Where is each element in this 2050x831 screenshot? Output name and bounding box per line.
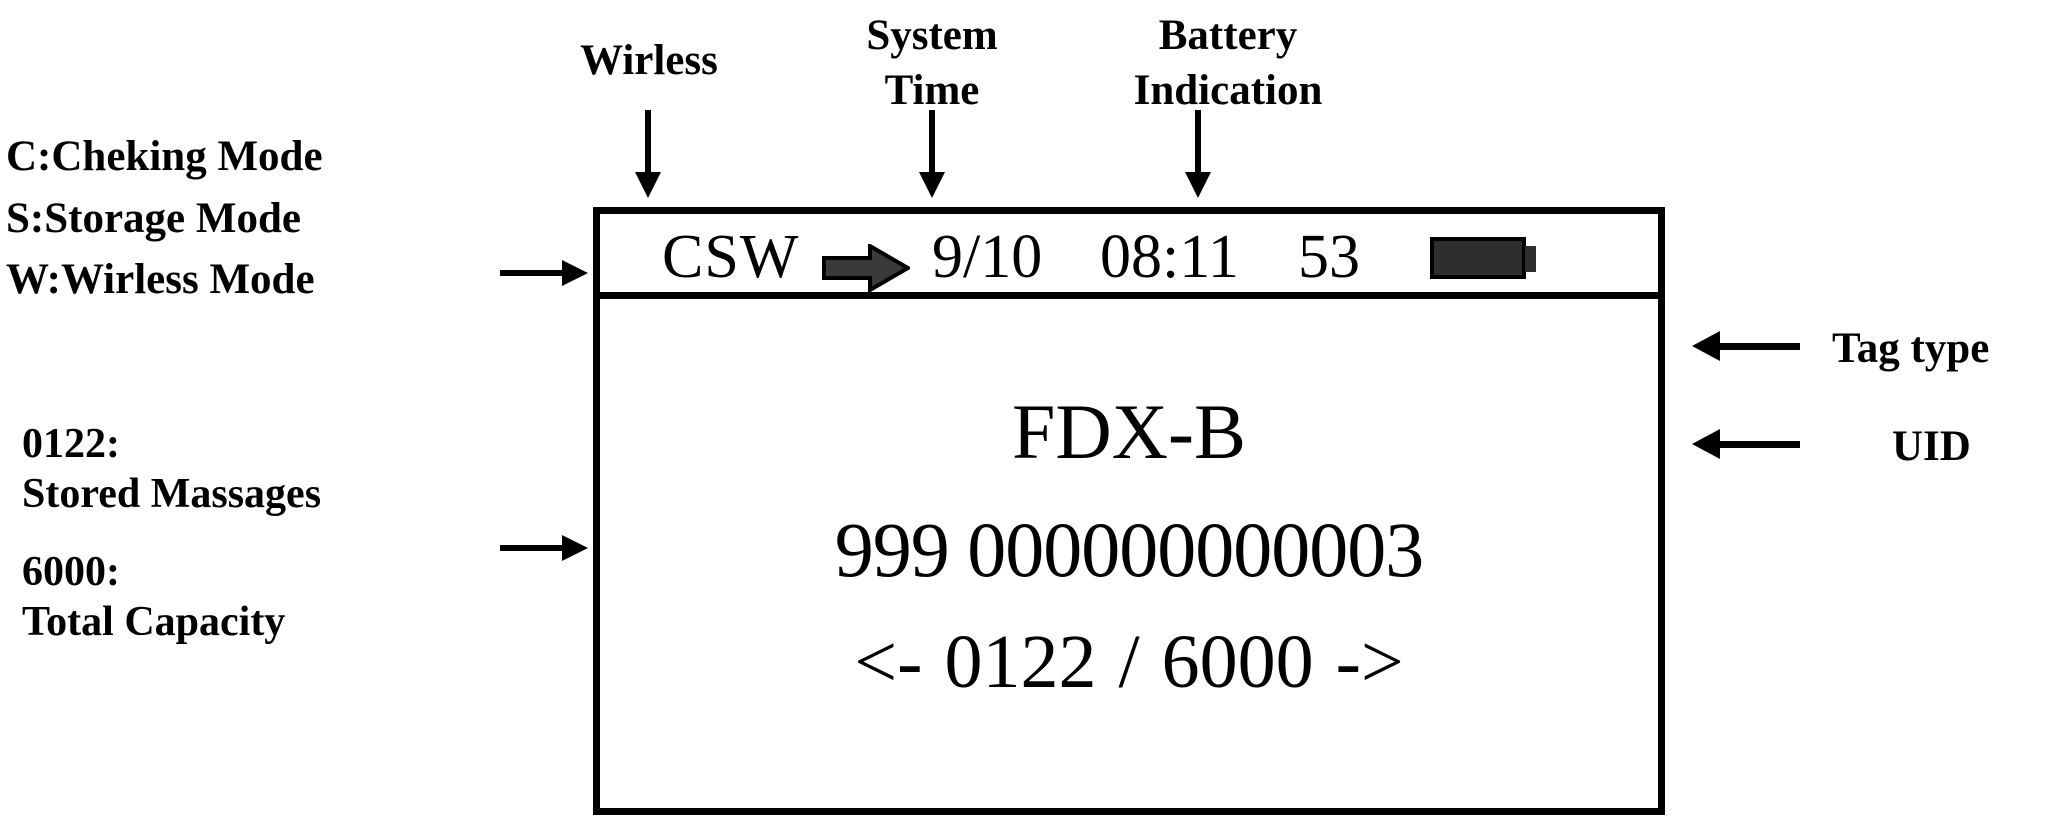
lcd-main-area: FDX-B 999 000000000003 <-0122/6000-> <box>600 299 1658 808</box>
capacity-legend-stored: 0122: Stored Massages <box>22 420 562 519</box>
device-lcd-screen: CSW 9/10 08:11 53 FDX-B 999 000000000003… <box>593 207 1665 815</box>
battery-nub <box>1525 246 1536 272</box>
capacity-legend: 0122: Stored Massages 6000: Total Capaci… <box>22 420 562 647</box>
record-total-value: 6000 <box>1161 620 1314 704</box>
label-system-time-line1: System <box>866 12 998 59</box>
capacity-legend-total: 6000: Total Capacity <box>22 548 562 647</box>
arrow-system-time-label-to-value <box>917 110 947 198</box>
record-navigation: <-0122/6000-> <box>600 619 1658 706</box>
capacity-legend-stored-value: 0122: <box>22 421 120 467</box>
arrow-battery-label-to-icon <box>1183 110 1213 198</box>
capacity-legend-total-label: Total Capacity <box>22 598 286 645</box>
lcd-status-bar: CSW 9/10 08:11 53 <box>600 214 1658 299</box>
status-mode-indicator: CSW <box>662 223 800 291</box>
status-count: 53 <box>1298 223 1360 291</box>
capacity-legend-stored-label: Stored Massages <box>22 470 322 517</box>
record-next-button[interactable]: -> <box>1335 620 1404 704</box>
label-battery: Battery Indication <box>1092 8 1364 118</box>
arrow-wireless-label-to-icon <box>633 110 663 198</box>
mode-legend-item-wireless: W:Wirless Mode <box>6 256 315 304</box>
arrow-capacity-legend-to-record-nav <box>500 533 588 563</box>
capacity-legend-total-value: 6000: <box>22 549 120 596</box>
battery-body <box>1430 237 1526 279</box>
mode-legend-item-checking: C:Cheking Mode <box>6 133 323 180</box>
label-wireless: Wirless <box>580 37 718 84</box>
arrow-uid-label-to-value <box>1692 428 1800 460</box>
label-tag-type: Tag type <box>1832 325 1990 372</box>
wireless-arrow-icon <box>822 242 912 297</box>
label-battery-line1: Battery <box>1158 12 1298 59</box>
arrow-tag-type-label-to-value <box>1692 330 1800 362</box>
mode-legend-item-storage: S:Storage Mode <box>6 194 301 242</box>
mode-legend: C:Cheking Mode S:Storage Mode W:Wirless … <box>6 132 566 306</box>
record-prev-button[interactable]: <- <box>854 620 923 704</box>
arrow-mode-legend-to-statusbar <box>500 258 588 288</box>
record-index-value: 0122 <box>944 620 1097 704</box>
status-time: 08:11 <box>1100 223 1239 291</box>
tag-type-value: FDX-B <box>1011 388 1247 475</box>
label-system-time-line2: Time <box>884 67 980 115</box>
uid-value: 999 000000000003 <box>834 506 1425 593</box>
record-separator: / <box>1118 620 1140 704</box>
battery-full-icon <box>1430 237 1536 279</box>
label-battery-line2: Indication <box>1133 67 1323 115</box>
label-uid: UID <box>1892 423 1971 470</box>
label-system-time: System Time <box>852 8 1012 118</box>
status-date: 9/10 <box>932 223 1043 291</box>
